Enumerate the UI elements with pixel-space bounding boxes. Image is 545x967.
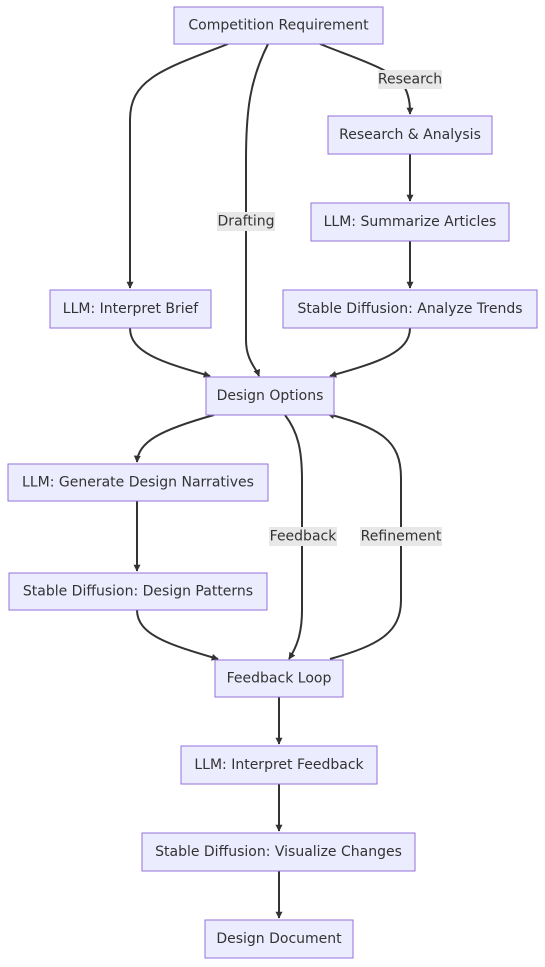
node-sd-design-patterns[interactable]: Stable Diffusion: Design Patterns [8, 572, 268, 611]
node-feedback-loop[interactable]: Feedback Loop [214, 659, 344, 698]
node-sd-analyze-trends[interactable]: Stable Diffusion: Analyze Trends [282, 289, 538, 329]
node-design-document-label: Design Document [216, 931, 342, 947]
edge-label-research: Research [378, 70, 442, 89]
node-feedback-loop-label: Feedback Loop [227, 671, 332, 687]
edge-label-refinement: Refinement [360, 527, 442, 546]
edge-design-options-to-feedback-loop [284, 414, 303, 660]
edge-label-drafting-text: Drafting [218, 214, 275, 230]
node-llm-interpret-feedback-label: LLM: Interpret Feedback [194, 757, 364, 773]
node-sd-visualize-changes-label: Stable Diffusion: Visualize Changes [155, 844, 402, 860]
node-design-options-label: Design Options [217, 388, 324, 404]
edge-label-refinement-text: Refinement [361, 529, 442, 545]
node-llm-interpret-feedback[interactable]: LLM: Interpret Feedback [180, 745, 378, 785]
edge-requirement-to-interpret-brief [126, 43, 229, 289]
edge-requirement-to-design-options [245, 43, 269, 377]
node-sd-design-patterns-label: Stable Diffusion: Design Patterns [23, 584, 253, 600]
edge-interpret-brief-to-design-options [129, 327, 211, 378]
node-llm-interpret-brief-label: LLM: Interpret Brief [63, 301, 199, 317]
edge-analyze-trends-to-design-options [329, 327, 411, 378]
node-llm-interpret-brief[interactable]: LLM: Interpret Brief [49, 289, 212, 329]
node-llm-generate-narratives-label: LLM: Generate Design Narratives [22, 475, 254, 491]
edge-design-options-to-generate-narratives [133, 414, 215, 463]
node-research-analysis-label: Research & Analysis [339, 127, 481, 143]
node-llm-summarize-articles[interactable]: LLM: Summarize Articles [310, 202, 510, 242]
edge-label-research-text: Research [378, 72, 442, 88]
edge-label-feedback-text: Feedback [270, 529, 338, 545]
node-llm-generate-narratives[interactable]: LLM: Generate Design Narratives [7, 463, 269, 502]
node-design-document[interactable]: Design Document [204, 919, 354, 959]
node-research-analysis[interactable]: Research & Analysis [327, 115, 493, 155]
edge-label-drafting: Drafting [217, 212, 275, 231]
node-competition-requirement-label: Competition Requirement [188, 18, 369, 34]
node-competition-requirement[interactable]: Competition Requirement [173, 6, 384, 45]
edge-label-feedback: Feedback [269, 527, 337, 546]
node-design-options[interactable]: Design Options [205, 376, 335, 416]
edge-design-patterns-to-feedback-loop [136, 609, 219, 661]
node-sd-analyze-trends-label: Stable Diffusion: Analyze Trends [298, 301, 523, 317]
node-sd-visualize-changes[interactable]: Stable Diffusion: Visualize Changes [141, 832, 416, 872]
node-llm-summarize-articles-label: LLM: Summarize Articles [324, 214, 497, 230]
